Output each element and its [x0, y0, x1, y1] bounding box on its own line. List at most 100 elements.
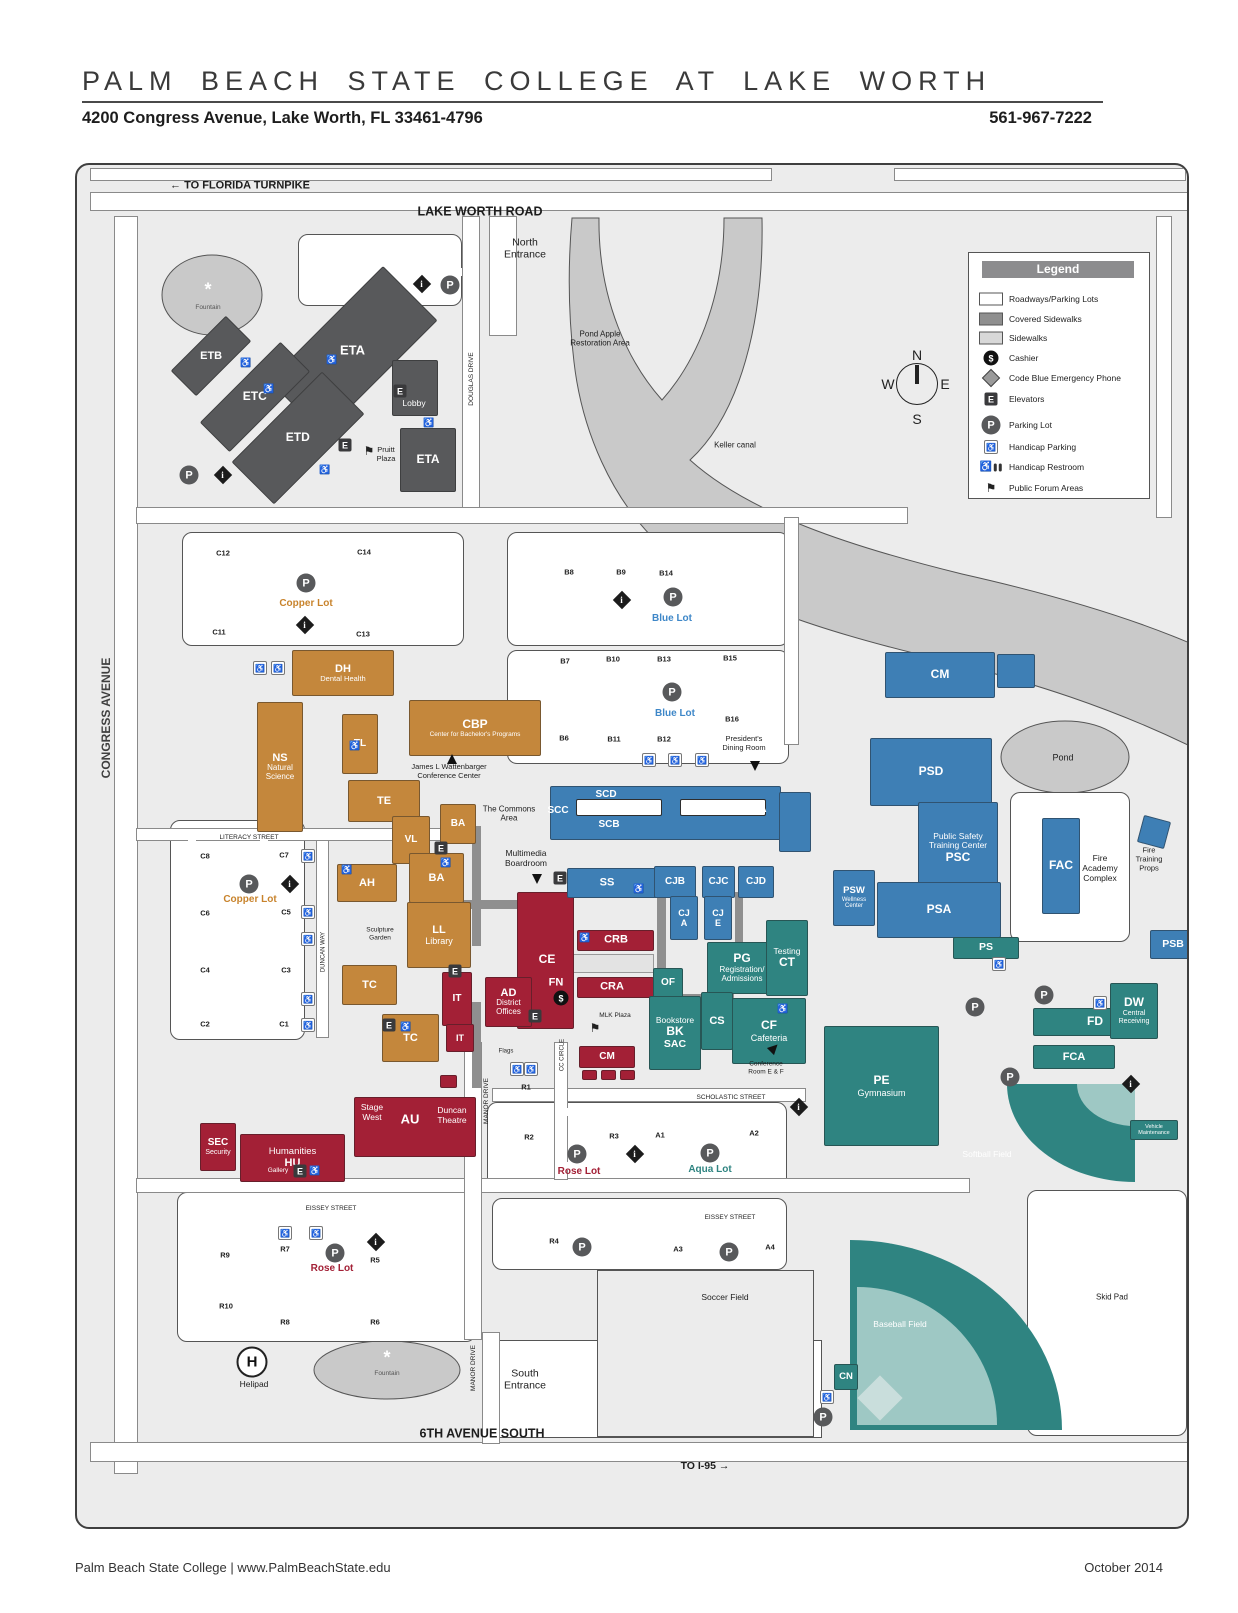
stall-row — [514, 652, 772, 660]
building-ct: Testing CT — [766, 920, 808, 996]
label-softball-field: Softball Field — [962, 1148, 1012, 1159]
label-sculpture-garden: Sculpture Garden — [366, 926, 394, 941]
building-label: TC — [362, 978, 377, 991]
label-r2: R2 — [524, 1132, 534, 1142]
building-cjd: CJD — [738, 866, 774, 898]
building-label: SEC — [207, 1137, 229, 1149]
covered-sidewalk — [472, 1002, 481, 1088]
restroom-icon: ♿ — [777, 1003, 789, 1014]
label-flags: Flags — [498, 1048, 514, 1055]
handicap-parking-icon: ♿ — [668, 753, 682, 767]
building-label: Offices — [496, 1007, 521, 1017]
building-label: Security — [205, 1148, 231, 1156]
stall-column — [188, 840, 196, 1032]
restroom-icon: ♿ — [263, 383, 275, 394]
label-ce: CE — [538, 951, 556, 966]
handicap-parking-icon: ♿ — [984, 440, 998, 454]
building-ah: AH — [337, 864, 397, 902]
building-label: PS — [978, 941, 993, 954]
building-label: BK — [666, 1024, 684, 1039]
building-label: PSB — [1162, 937, 1184, 950]
label-cra: CRA — [600, 980, 624, 993]
soccer-field-area — [597, 1270, 814, 1437]
parking-icon: P — [1034, 985, 1054, 1005]
campus-map: Legend Roadways/Parking Lots Covered Sid… — [75, 163, 1189, 1529]
covered-sidewalk — [457, 900, 572, 909]
label-rose-lot: Rose Lot — [557, 1166, 601, 1178]
handicap-parking-icon: ♿ — [301, 849, 315, 863]
elevator-icon: E — [434, 841, 448, 855]
building-label: Gymnasium — [857, 1087, 906, 1098]
building-label: Admissions — [721, 973, 763, 983]
road-right-edge — [1156, 216, 1172, 518]
label-ss: SS — [599, 876, 615, 889]
covered-sidewalk — [657, 896, 666, 994]
building-label: Vehicle — [1145, 1123, 1163, 1130]
restroom-icon: ♿ — [341, 864, 353, 875]
elevator-icon: E — [528, 1009, 542, 1023]
building-label: Testing — [773, 945, 801, 956]
building-label: CS — [709, 1014, 725, 1027]
compass-north: N — [911, 347, 923, 363]
restroom-icon: ♿ — [633, 883, 645, 894]
handicap-parking-icon: ♿ — [510, 1062, 524, 1076]
label-rose-lot: Rose Lot — [310, 1263, 354, 1275]
legend-label: Cashier — [1009, 353, 1039, 363]
campus-phone: 561-967-7222 — [989, 109, 1092, 127]
label-congress-avenue: CONGRESS AVENUE — [98, 657, 113, 779]
label-r3: R3 — [609, 1131, 619, 1141]
building-label: BA — [450, 818, 466, 830]
legend-label: Code Blue Emergency Phone — [1009, 373, 1121, 383]
compass-south: S — [912, 411, 922, 427]
building-label: BA — [428, 871, 445, 884]
building-label: IT — [456, 1032, 464, 1043]
roadways-swatch — [979, 292, 1003, 306]
public-forum-icon: ⚑ — [985, 481, 997, 495]
copper-lot-north-area — [182, 532, 464, 646]
building-psd: PSD — [870, 738, 992, 806]
building-label: CJB — [664, 876, 685, 888]
label-literacy-street: LITERACY STREET — [219, 834, 279, 842]
covered-sidewalk — [472, 826, 481, 946]
building-label: Library — [425, 936, 453, 947]
building-cs: CS — [701, 992, 733, 1050]
label-copper-lot: Copper Lot — [279, 598, 333, 610]
label-fn: FN — [548, 976, 564, 989]
building-label: TC — [403, 1031, 418, 1044]
label-c7: C7 — [279, 850, 289, 860]
stall-row — [514, 632, 772, 640]
parking-icon: P — [296, 573, 316, 593]
building-label: CT — [779, 955, 795, 970]
label-sca: SCA — [745, 804, 767, 816]
building-label: PE — [873, 1073, 890, 1088]
label-pond: Pond — [1052, 752, 1074, 763]
building-label: CN — [839, 1370, 853, 1382]
stall-row — [497, 1108, 777, 1116]
label-r5: R5 — [370, 1255, 380, 1265]
parking-icon: P — [567, 1144, 587, 1164]
label-blue-lot: Blue Lot — [655, 708, 695, 720]
restroom-icon: ♿ — [400, 1021, 412, 1032]
label-duncan-theatre: Duncan Theatre — [437, 1104, 467, 1125]
building-label: SAC — [663, 1037, 687, 1050]
restroom-icon: ♿ — [309, 1165, 321, 1176]
handicap-parking-icon: ♿ — [524, 1062, 538, 1076]
building-label: CF — [761, 1018, 777, 1033]
building-label: District — [496, 998, 521, 1008]
campus-address: 4200 Congress Avenue, Lake Worth, FL 334… — [82, 109, 483, 127]
handicap-parking-icon: ♿ — [271, 661, 285, 675]
building-sc-slot-east — [680, 799, 766, 816]
building-label: FAC — [1049, 858, 1073, 873]
restroom-icon: ♿ — [579, 932, 591, 943]
skid-pad-area — [1027, 1190, 1187, 1436]
label-president-s-dining-room: President's Dining Room — [722, 734, 766, 752]
handicap-parking-icon: ♿ — [309, 1226, 323, 1240]
label-b8: B8 — [564, 567, 574, 577]
building-label: CJ — [712, 907, 724, 918]
building-cjc: CJC — [702, 866, 735, 898]
